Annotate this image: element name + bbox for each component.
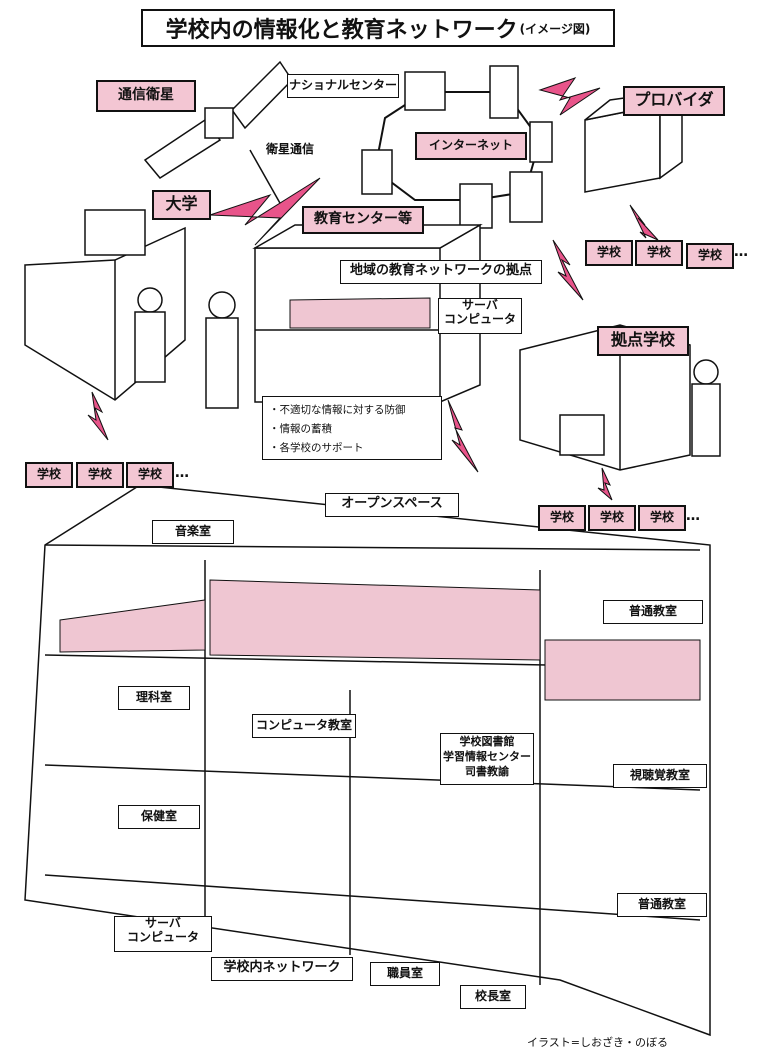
illustration-credit: イラスト=しおざき・のぼる <box>527 1036 668 1049</box>
title-main: 学校内の情報化と教育ネットワーク <box>165 18 518 43</box>
lightning-bolt-icon <box>87 77 659 501</box>
center-features-list: ・不適切な情報に対する防御 ・情報の蓄積 ・各学校のサポート <box>262 396 442 460</box>
internet-label: インターネット <box>415 132 527 160</box>
more-schools-ellipsis: … <box>686 508 700 524</box>
satellite-icon <box>143 60 293 179</box>
satellite-link-line <box>249 149 286 213</box>
science-room-label: 理科室 <box>118 686 190 710</box>
general-classroom-label: 普通教室 <box>617 893 707 917</box>
school-tag: 学校 <box>538 505 586 531</box>
computer-room-label: コンピュータ教室 <box>252 714 356 738</box>
school-tag: 学校 <box>635 240 683 266</box>
feature-item: ・情報の蓄積 <box>269 423 332 435</box>
school-tag: 学校 <box>25 462 73 488</box>
satellite-label: 通信衛星 <box>96 80 196 112</box>
av-room-label: 視聴覚教室 <box>613 764 707 788</box>
open-space-label: オープンスペース <box>325 493 459 517</box>
general-classroom-label: 普通教室 <box>603 600 703 624</box>
more-schools-ellipsis: … <box>734 244 748 260</box>
school-tag: 学校 <box>588 505 636 531</box>
more-schools-ellipsis: … <box>175 465 189 481</box>
title-subtitle: (イメージ図) <box>519 21 591 36</box>
provider-label: プロバイダ <box>623 86 725 116</box>
hub-school-label: 拠点学校 <box>597 326 689 356</box>
library-label: 学校図書館 学習情報センター 司書教諭 <box>440 733 534 785</box>
regional-hub-label: 地域の教育ネットワークの拠点 <box>340 260 542 284</box>
school-tag: 学校 <box>76 462 124 488</box>
principal-room-label: 校長室 <box>460 985 526 1009</box>
center-server-label: サーバ コンピュータ <box>438 298 522 334</box>
staff-room-label: 職員室 <box>370 962 440 986</box>
national-center-label: ナショナルセンター <box>287 74 399 98</box>
feature-item: ・各学校のサポート <box>269 442 364 454</box>
school-tag: 学校 <box>638 505 686 531</box>
school-tag: 学校 <box>126 462 174 488</box>
school-tag: 学校 <box>585 240 633 266</box>
school-building <box>24 484 711 1037</box>
floor-tiles <box>59 297 701 701</box>
school-server-label: サーバ コンピュータ <box>114 916 212 952</box>
university-label: 大学 <box>152 190 211 220</box>
school-network-label: 学校内ネットワーク <box>211 957 353 981</box>
server-icon <box>361 65 553 229</box>
health-room-label: 保健室 <box>118 805 200 829</box>
education-center-label: 教育センター等 <box>302 206 424 234</box>
page-title: 学校内の情報化と教育ネットワーク (イメージ図) <box>141 9 615 47</box>
feature-item: ・不適切な情報に対する防御 <box>269 404 406 416</box>
satellite-link-label: 衛星通信 <box>265 142 314 156</box>
music-room-label: 音楽室 <box>152 520 234 544</box>
person-icon <box>134 287 721 457</box>
hub-school-building <box>519 324 691 471</box>
school-tag: 学校 <box>686 243 734 269</box>
